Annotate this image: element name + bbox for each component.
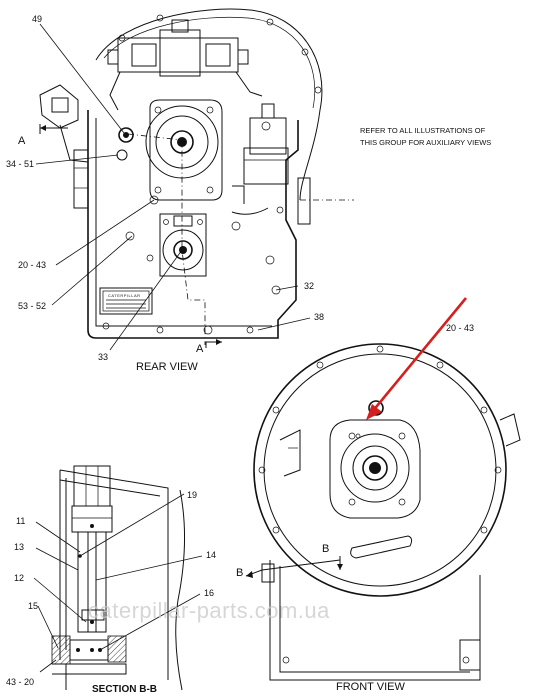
callout-14: 14 — [206, 550, 216, 560]
section-marker-b-right: B — [322, 543, 329, 555]
pointer-arrow-head — [366, 404, 382, 420]
callout-20-43-rear: 20 - 43 — [18, 260, 46, 270]
note-line-2: THIS GROUP FOR AUXILIARY VIEWS — [360, 138, 491, 147]
callout-19: 19 — [187, 490, 197, 500]
section-marker-b-left: B — [236, 567, 243, 579]
callout-38: 38 — [314, 312, 324, 322]
watermark-text: caterpillar-parts.com.ua — [88, 598, 330, 623]
section-marker-a-top: A — [18, 135, 26, 147]
callout-33: 33 — [98, 352, 108, 362]
callout-16: 16 — [204, 588, 214, 598]
callout-13: 13 — [14, 542, 24, 552]
front-view-callouts: 20 - 43 B B FRONT VIEW — [236, 323, 474, 693]
callout-34-51: 34 - 51 — [6, 159, 34, 169]
callout-11: 11 — [16, 516, 25, 526]
nameplate-brand-label: CATERPILLAR — [108, 293, 141, 298]
callout-20-43-front: 20 - 43 — [446, 323, 474, 333]
rear-view-title: REAR VIEW — [136, 361, 198, 373]
rear-view-drawing: CATERPILLAR — [39, 8, 354, 348]
callout-32: 32 — [304, 281, 314, 291]
callout-49: 49 — [32, 14, 42, 24]
rear-view-callouts: 49 34 - 51 20 - 43 53 - 52 33 32 38 A A … — [6, 14, 324, 373]
front-view-drawing — [245, 297, 521, 681]
note-line-1: REFER TO ALL ILLUSTRATIONS OF — [360, 126, 486, 135]
callout-12: 12 — [14, 573, 24, 583]
reference-note: REFER TO ALL ILLUSTRATIONS OF THIS GROUP… — [360, 126, 491, 147]
callout-15: 15 — [28, 601, 38, 611]
callout-43-20: 43 - 20 — [6, 677, 34, 687]
callout-53-52: 53 - 52 — [18, 301, 46, 311]
section-marker-a-bottom: A — [196, 343, 204, 355]
front-view-title: FRONT VIEW — [336, 681, 405, 693]
section-b-b-title: SECTION B-B — [92, 684, 157, 695]
section-b-b-callouts: 19 11 13 14 12 16 15 43 - 20 SECTION B-B — [6, 490, 216, 695]
pointer-arrow-shaft — [370, 297, 468, 413]
section-b-b-drawing — [51, 465, 186, 691]
